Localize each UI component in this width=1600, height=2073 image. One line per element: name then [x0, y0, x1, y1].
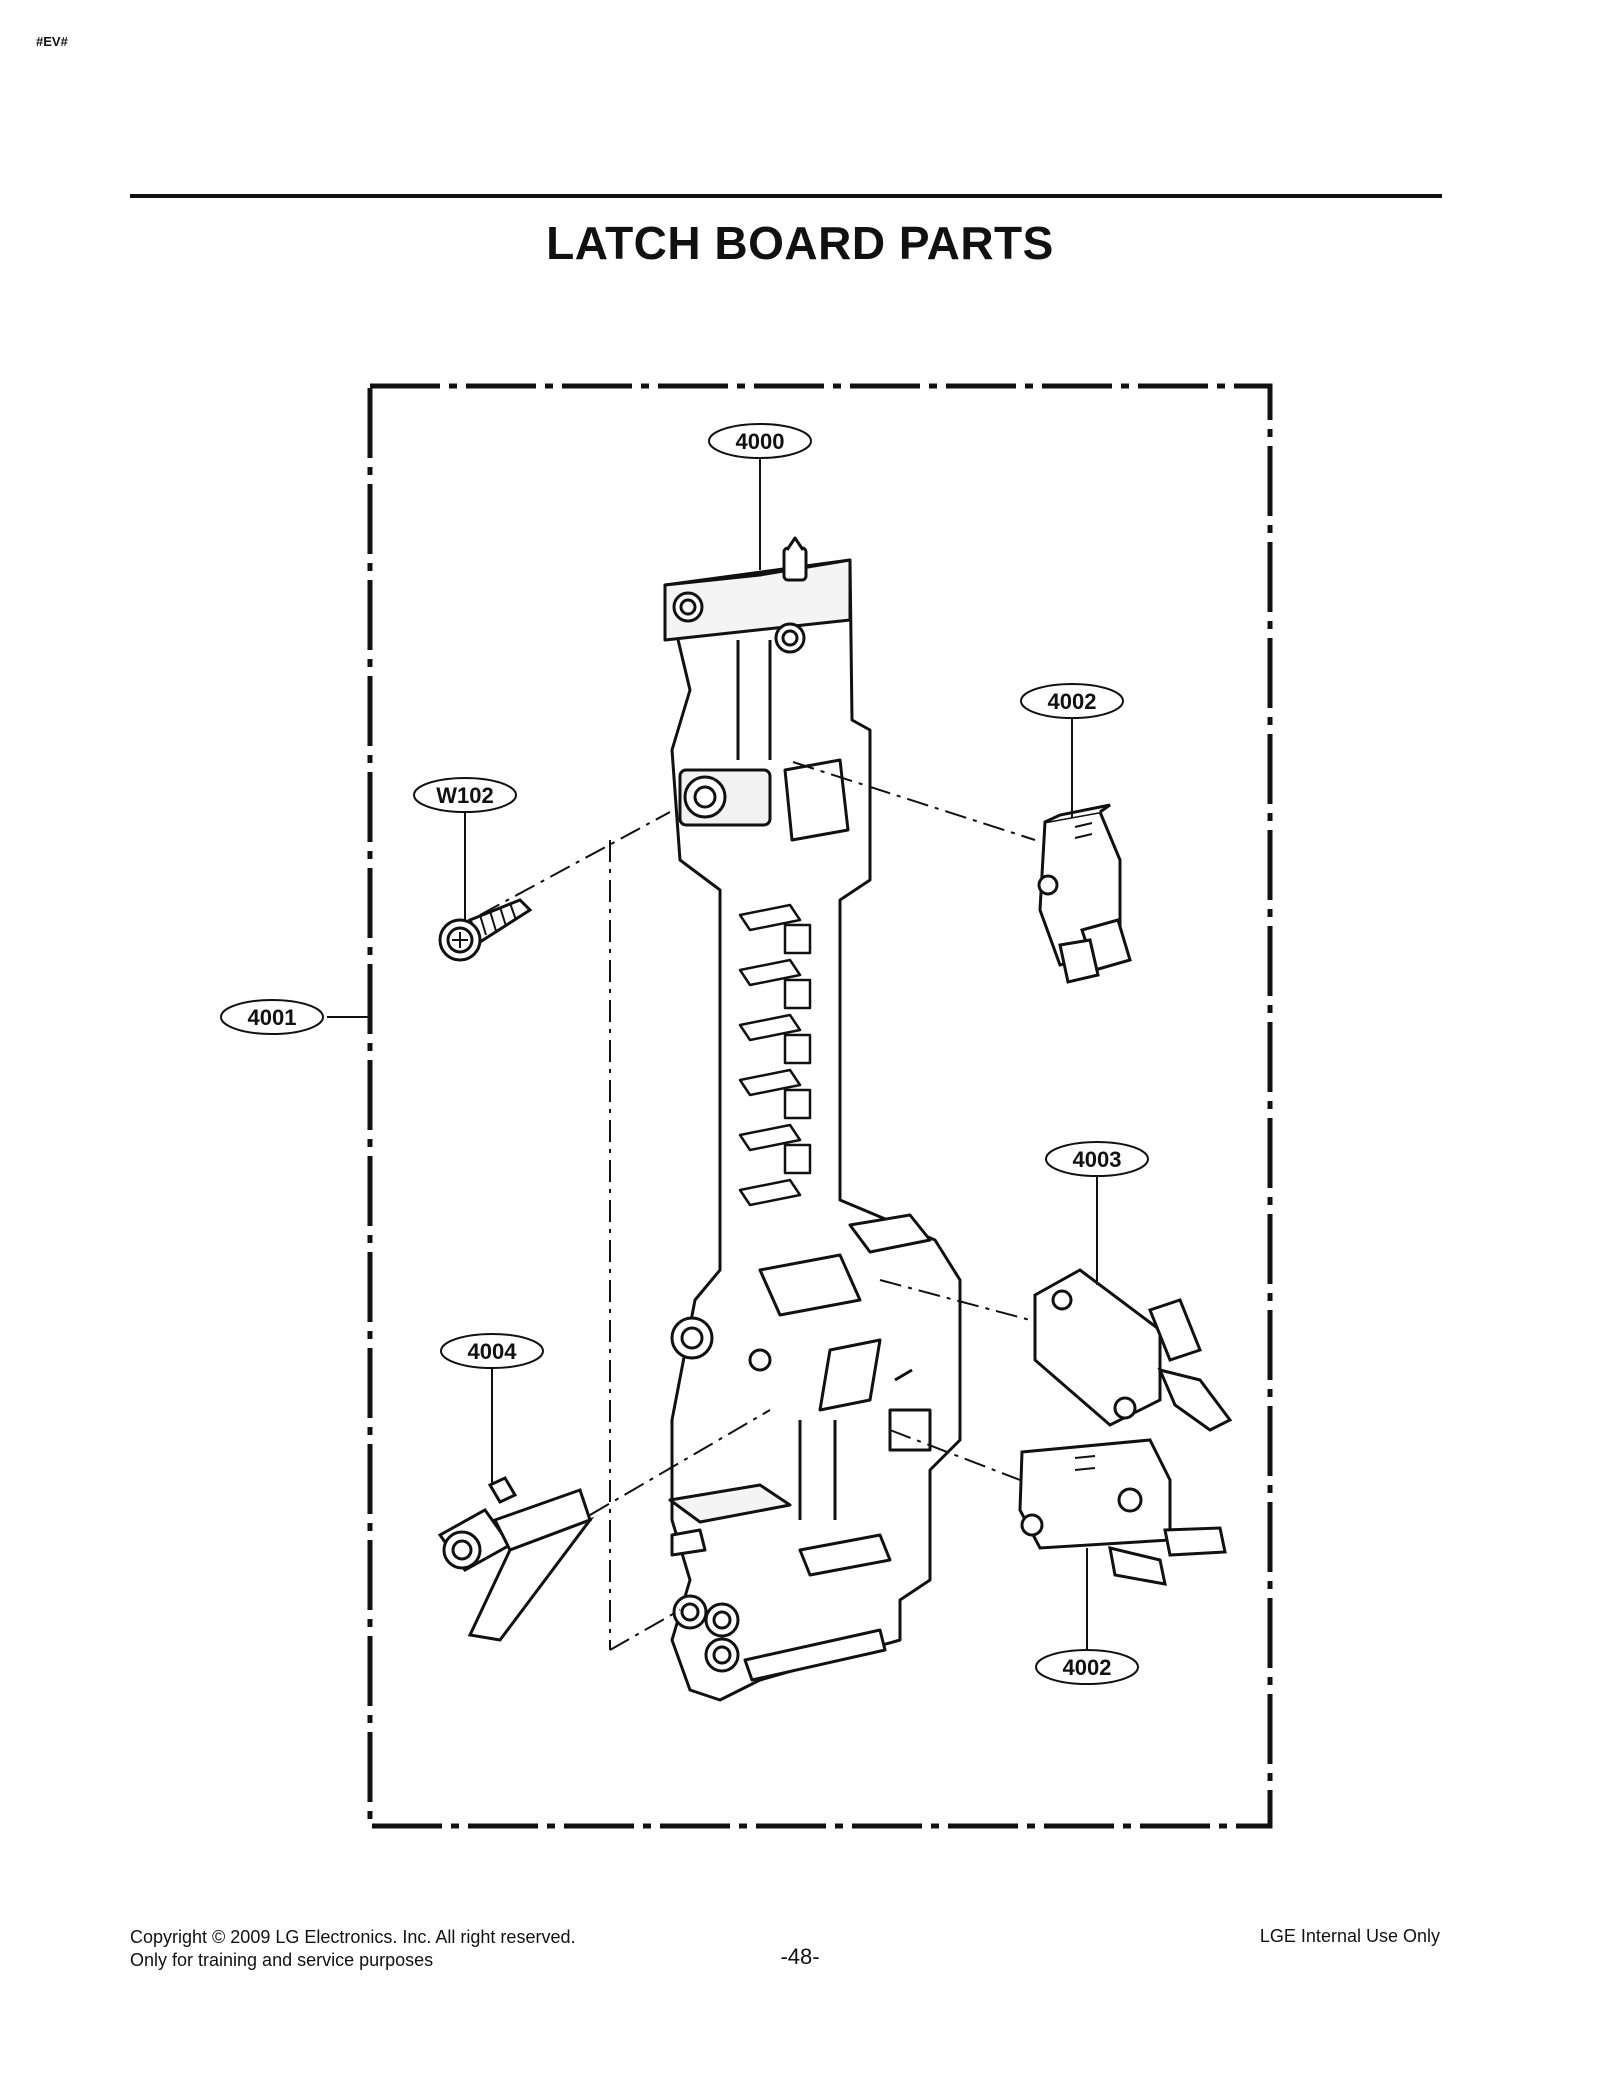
callout-4003: 4003: [1045, 1141, 1149, 1177]
callout-label: W102: [436, 783, 493, 808]
purpose-notice: Only for training and service purposes: [130, 1950, 434, 1970]
header-rule: [130, 194, 1442, 198]
page-number: -48-: [780, 1944, 820, 1969]
footer-legal: Copyright © 2009 LG Electronics. Inc. Al…: [130, 1926, 575, 1972]
latch-lever-4004: [437, 1476, 595, 1642]
callout-4002-lower: 4002: [1035, 1649, 1139, 1685]
callout-4000: 4000: [708, 423, 812, 459]
callout-label: 4003: [1073, 1147, 1122, 1172]
micro-switch-4002-upper: [1037, 803, 1132, 984]
assembly-boundary-frame: [367, 383, 1273, 1829]
page-title: LATCH BOARD PARTS: [546, 217, 1054, 269]
callout-label: 4000: [736, 429, 785, 454]
copyright-notice: Copyright © 2009 LG Electronics. Inc. Al…: [130, 1927, 576, 1947]
latch-board-body: [663, 536, 962, 1702]
callout-label: 4001: [248, 1005, 297, 1030]
micro-switch-4002-lower: [1018, 1438, 1227, 1586]
callout-4004: 4004: [440, 1333, 544, 1369]
leader-lines: [327, 457, 1098, 1650]
usage-notice: LGE Internal Use Only: [1259, 1926, 1440, 1946]
alignment-lines: [479, 761, 1036, 1651]
callout-label: 4004: [468, 1339, 518, 1364]
callout-w102: W102: [413, 777, 517, 813]
callout-4001: 4001: [220, 999, 324, 1035]
callout-label: 4002: [1048, 689, 1097, 714]
callout-label: 4002: [1063, 1655, 1112, 1680]
screw-w102: [438, 898, 533, 962]
document-code: #EV#: [36, 34, 68, 49]
callout-4002-upper: 4002: [1020, 683, 1124, 719]
micro-switch-4003: [1033, 1268, 1233, 1432]
